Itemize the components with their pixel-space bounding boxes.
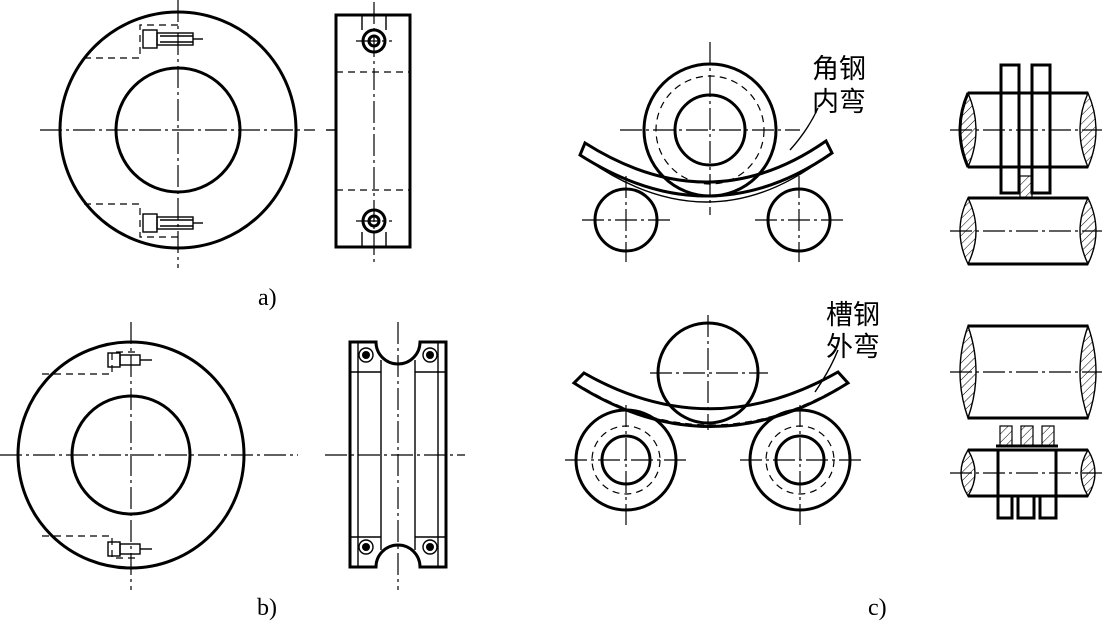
- angle-bend-front-view: [578, 42, 843, 262]
- channel-bend-front-view: [565, 315, 862, 525]
- figure-b-front-view: [0, 322, 298, 590]
- angle-steel-label: 角钢: [812, 54, 866, 84]
- outer-bend-label: 外弯: [826, 332, 880, 362]
- channel-steel-label: 槽钢: [826, 300, 880, 330]
- channel-bend-side-view: [950, 323, 1102, 520]
- figure-b: b): [0, 322, 465, 621]
- figure-c-top: 角钢 内弯: [578, 42, 1102, 266]
- figure-a-side-view: [326, 2, 412, 262]
- figure-a-front-view: [40, 0, 315, 268]
- figure-b-label: b): [257, 595, 277, 621]
- inner-bend-label: 内弯: [812, 87, 866, 117]
- figure-a-label: a): [258, 285, 277, 311]
- figure-a: a): [40, 0, 412, 311]
- figure-c-label: c): [868, 595, 887, 621]
- figure-b-side-view: [325, 322, 465, 590]
- angle-bend-side-view: [950, 63, 1102, 266]
- figure-c-bottom: 槽钢 外弯 c): [565, 300, 1102, 621]
